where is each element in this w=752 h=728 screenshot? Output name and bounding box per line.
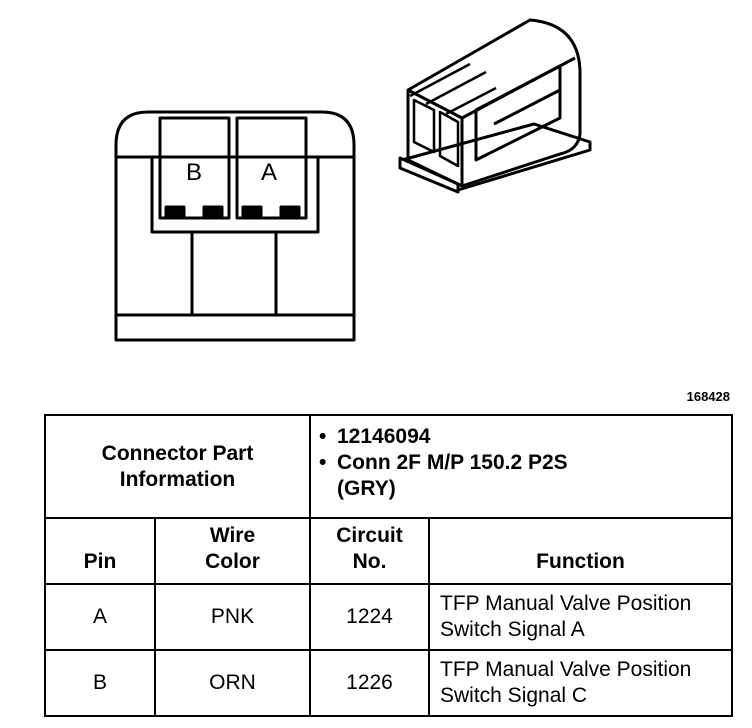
function-header: Function	[428, 517, 733, 585]
pin-cell: A	[44, 583, 156, 651]
wire-color-cell: ORN	[154, 649, 311, 717]
function-cell: TFP Manual Valve Position Switch Signal …	[428, 649, 733, 717]
terminal-cavity-outline	[150, 157, 320, 234]
pin-cell: B	[44, 649, 156, 717]
figure-id: 168428	[686, 389, 730, 404]
connector-part-info: 12146094 Conn 2F M/P 150.2 P2S (GRY)	[309, 414, 733, 519]
connector-part-row: Connector Part Information 12146094 Conn…	[44, 414, 733, 519]
connector-description: Conn 2F M/P 150.2 P2S (GRY)	[311, 450, 577, 502]
iso-cavity-2	[438, 110, 460, 168]
table-header-row: Pin Wire Color Circuit No. Function	[44, 517, 733, 585]
connector-info-table: Connector Part Information 12146094 Conn…	[44, 414, 733, 717]
wire-color-header: Wire Color	[154, 517, 311, 585]
connector-body	[406, 18, 582, 188]
iso-cavity-1	[412, 98, 436, 154]
circuit-cell: 1224	[309, 583, 430, 651]
circuit-header: Circuit No.	[309, 517, 430, 585]
part-number: 12146094	[311, 424, 731, 450]
connector-drawing: B A	[114, 18, 592, 342]
pin-header: Pin	[44, 517, 156, 585]
circuit-cell: 1226	[309, 649, 430, 717]
connector-face-view	[114, 110, 356, 342]
connector-part-heading: Connector Part Information	[44, 414, 311, 519]
pin-a-label: A	[261, 159, 277, 186]
wire-color-cell: PNK	[154, 583, 311, 651]
cavity-b	[158, 116, 231, 220]
function-cell: TFP Manual Valve Position Switch Signal …	[428, 583, 733, 651]
pin-b-label: B	[186, 159, 202, 186]
table-row: A PNK 1224 TFP Manual Valve Position Swi…	[44, 583, 733, 651]
connector-outline	[114, 110, 356, 342]
table-row: B ORN 1226 TFP Manual Valve Position Swi…	[44, 649, 733, 717]
cavity-a	[235, 116, 308, 220]
connector-isometric-view	[398, 18, 592, 194]
